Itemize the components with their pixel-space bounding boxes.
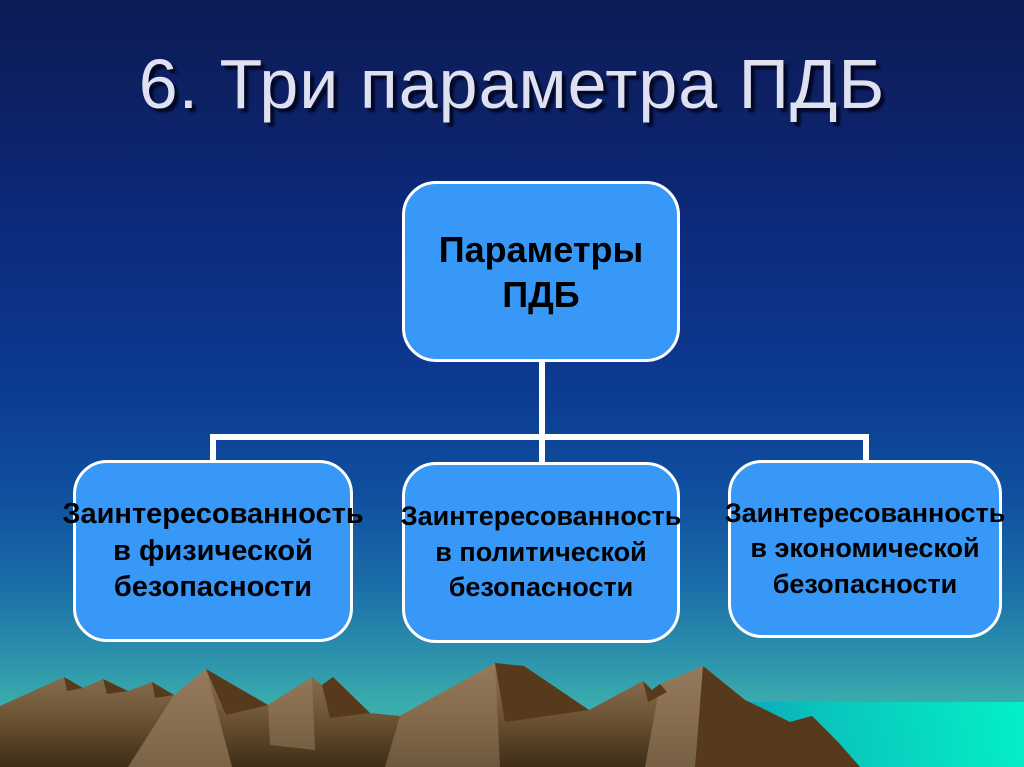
slide-title: 6. Три параметра ПДБ <box>138 45 886 123</box>
connector-drop-left <box>210 434 216 462</box>
diagram-node-root-label: Параметры ПДБ <box>438 228 644 315</box>
diagram-node-root: Параметры ПДБ <box>402 181 680 362</box>
connector-drop-middle <box>539 434 545 464</box>
mountains-silhouette <box>0 663 860 767</box>
diagram-node-label: Заинтересованность в экономической безоп… <box>724 497 1006 599</box>
diagram-node-economic-security: Заинтересованность в экономической безоп… <box>725 460 1005 638</box>
connector-drop-right <box>863 434 869 462</box>
diagram-node-label: Заинтересованность в политической безопа… <box>400 501 682 603</box>
connector-root-vertical <box>539 360 545 438</box>
diagram-node-physical-security: Заинтересованность в физической безопасн… <box>62 460 364 642</box>
diagram-node-label: Заинтересованность в физической безопасн… <box>62 497 364 604</box>
diagram-node-political-security: Заинтересованность в политической безопа… <box>400 462 682 643</box>
sea-shape <box>620 702 1024 767</box>
